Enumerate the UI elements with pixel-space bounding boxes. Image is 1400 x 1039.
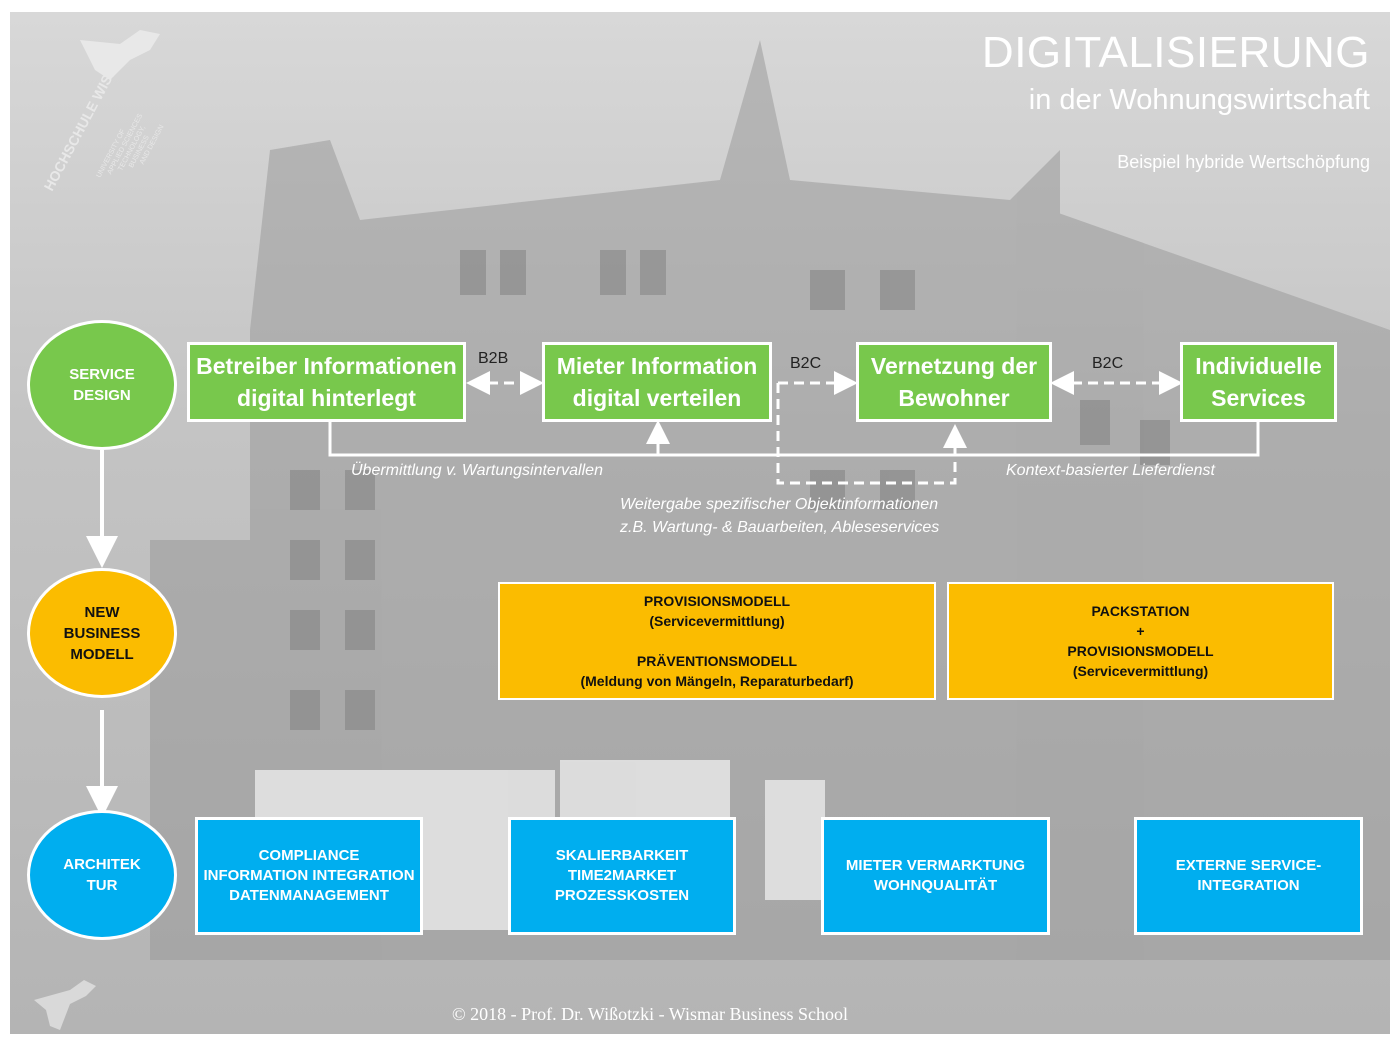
service-box-line: digital verteilen <box>572 385 742 411</box>
architecture-line: SKALIERBARKEIT <box>555 847 689 864</box>
service-box-line: Services <box>1211 385 1306 411</box>
business-line: PRÄVENTIONSMODELL <box>636 653 798 669</box>
connector-label-b2b: B2B <box>478 350 509 367</box>
business-line: + <box>1136 623 1145 639</box>
row-new-business-label: NEW BUSINESS MODELL <box>63 603 141 663</box>
architecture-box-skalierbarkeit: SKALIERBARKEIT TIME2MARKET PROZESSKOSTEN <box>508 817 736 935</box>
business-line: (Servicevermittlung) <box>1072 663 1209 679</box>
business-line: PROVISIONSMODELL <box>1067 643 1214 659</box>
architecture-line: TIME2MARKET <box>567 867 677 884</box>
service-box-line: Bewohner <box>898 385 1010 411</box>
architecture-line: DATENMANAGEMENT <box>229 887 389 904</box>
connector-label-b2c: B2C <box>790 355 822 372</box>
row-architektur-label: ARCHITEK TUR <box>63 856 141 894</box>
service-box-mieter: Mieter Information digital verteilen <box>542 342 772 422</box>
architecture-box-compliance: COMPLIANCE INFORMATION INTEGRATION DATEN… <box>195 817 423 935</box>
business-box-packstation: PACKSTATION + PROVISIONSMODELL (Servicev… <box>947 582 1334 700</box>
service-box-line: Individuelle <box>1195 353 1322 379</box>
architecture-line: COMPLIANCE <box>258 847 360 864</box>
page-subtitle: in der Wohnungswirtschaft <box>1028 84 1370 116</box>
business-line: (Servicevermittlung) <box>649 613 785 629</box>
architecture-box-mieter-vermarktung: MIETER VERMARKTUNG WOHNQUALITÄT <box>821 817 1050 935</box>
architecture-line: MIETER VERMARKTUNG <box>845 857 1026 874</box>
annotation-lieferdienst: Kontext-basierter Lieferdienst <box>1006 462 1215 479</box>
architecture-line: WOHNQUALITÄT <box>873 877 998 894</box>
page-title: DIGITALISIERUNG <box>981 28 1370 77</box>
connector-label-b2c: B2C <box>1092 355 1124 372</box>
architecture-line: EXTERNE SERVICE- <box>1175 857 1322 874</box>
annotation-weitergabe-examples: z.B. Wartung- & Bauarbeiten, Ableseservi… <box>620 519 940 536</box>
annotation-weitergabe: Weitergabe spezifischer Objektinformatio… <box>620 496 939 513</box>
business-box-provision-praevention: PROVISIONSMODELL (Servicevermittlung) PR… <box>498 582 936 700</box>
architecture-line: PROZESSKOSTEN <box>554 887 690 904</box>
business-line: PROVISIONSMODELL <box>643 593 791 609</box>
footer-copyright: © 2018 - Prof. Dr. Wißotzki - Wismar Bus… <box>452 1004 849 1024</box>
service-box-line: Vernetzung der <box>870 353 1038 379</box>
architecture-line: INFORMATION INTEGRATION <box>203 867 415 884</box>
architecture-line: INTEGRATION <box>1197 877 1300 894</box>
business-line: (Meldung von Mängeln, Reparaturbedarf) <box>580 673 854 689</box>
small-logo-icon <box>34 980 96 1030</box>
service-box-line: Mieter Information <box>556 353 758 379</box>
architecture-box-externe-service: EXTERNE SERVICE- INTEGRATION <box>1134 817 1363 935</box>
row-new-business-modell: NEW BUSINESS MODELL <box>27 568 177 698</box>
annotation-wartung: Übermittlung v. Wartungsintervallen <box>351 462 603 479</box>
row-architektur: ARCHITEK TUR <box>27 810 177 940</box>
service-box-betreiber: Betreiber Informationen digital hinterleg… <box>187 342 466 422</box>
business-line: PACKSTATION <box>1091 603 1190 619</box>
service-box-line: digital hinterlegt <box>237 385 416 411</box>
service-box-line: Betreiber Informationen <box>196 353 457 379</box>
row-service-design: SERVICE DESIGN <box>27 320 177 450</box>
page-example-label: Beispiel hybride Wertschöpfung <box>1117 152 1370 172</box>
row-service-design-label: SERVICE DESIGN <box>69 366 135 404</box>
university-logo: HOCHSCHULE WISMAR UNIVERSITY OFAPPLIED S… <box>41 30 165 193</box>
